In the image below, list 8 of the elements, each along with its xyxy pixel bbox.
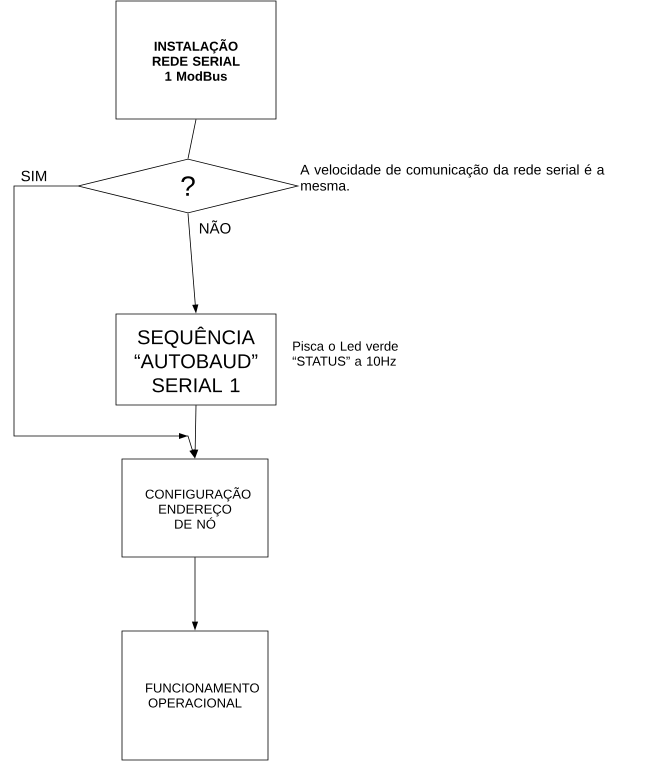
note-text: A velocidade de comunicação da rede serial é a mesma. [300, 164, 604, 191]
process-box: CONFIGURAÇÃO ENDEREÇO DE NÓ [122, 458, 268, 558]
note-text: Pisca o Led verde “STATUS” a 10Hz [292, 341, 398, 366]
process-box: INSTALAÇÃO REDE SERIAL 1 ModBus [116, 0, 276, 120]
process-box: SEQUÊNCIA “AUTOBAUD” SERIAL 1 [116, 314, 276, 406]
edge-label: SIM [20, 170, 48, 182]
edge-label: NÃO [198, 219, 232, 235]
process-box: FUNCIONAMENTO OPERACIONAL [122, 630, 268, 760]
